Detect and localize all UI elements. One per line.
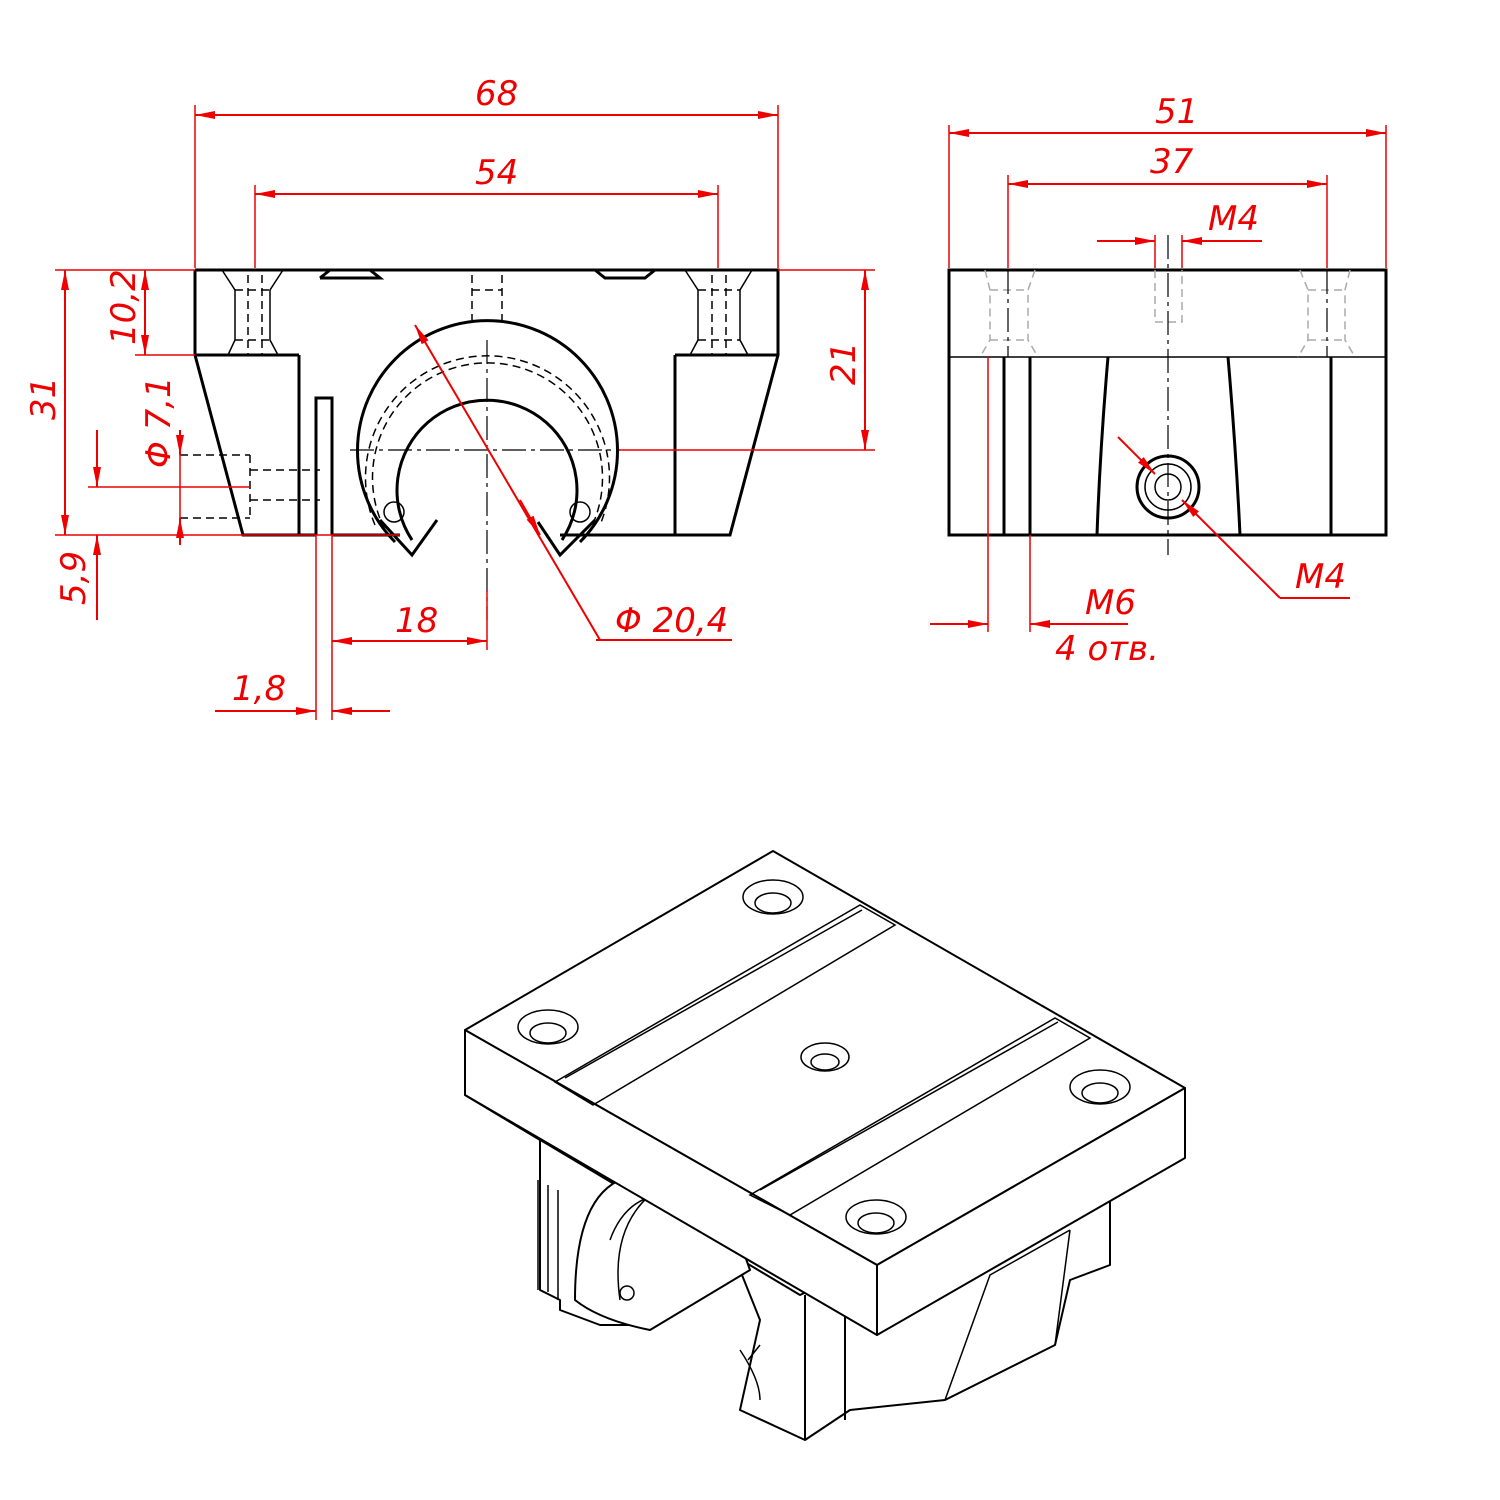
dim-phi-7-1: Φ 7,1 (139, 376, 179, 468)
side-view (947, 235, 1388, 555)
side-view-dimensions: 51 37 M4 M4 M6 4 отв. (930, 92, 1387, 669)
dim-51: 51 (1155, 92, 1198, 132)
dim-37: 37 (1150, 142, 1194, 182)
front-view-dimensions: 68 54 31 10,2 21 Φ 7,1 5,9 18 1,8 Φ 20,4 (24, 74, 875, 720)
dim-m4-top: M4 (1208, 199, 1259, 239)
isometric-view (464, 850, 1186, 1441)
dim-21: 21 (824, 342, 864, 385)
dim-31: 31 (24, 377, 64, 420)
dim-phi-20-4: Φ 20,4 (615, 601, 728, 641)
dim-4-holes: 4 отв. (1055, 629, 1159, 669)
dim-18: 18 (395, 601, 438, 641)
dim-m4-side: M4 (1295, 557, 1346, 597)
dim-10-2: 10,2 (104, 269, 144, 345)
dim-54: 54 (475, 153, 518, 193)
mounting-holes (517, 879, 1131, 1235)
dim-68: 68 (475, 74, 518, 114)
dim-1-8: 1,8 (232, 669, 286, 709)
front-view (180, 268, 780, 620)
dim-m6: M6 (1085, 583, 1136, 623)
dim-5-9: 5,9 (54, 551, 94, 605)
